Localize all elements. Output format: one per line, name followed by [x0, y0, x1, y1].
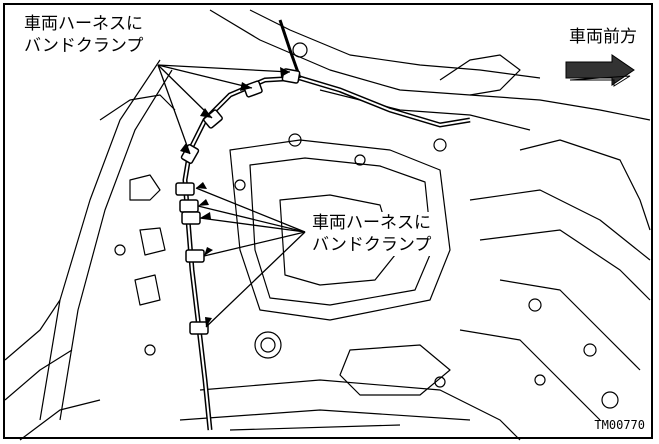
figure-code: TM00770 [594, 418, 645, 432]
band-clamp [181, 211, 201, 225]
callout-upper: 車両ハーネスに バンドクランプ [22, 13, 146, 57]
forward-arrow-icon [565, 54, 635, 87]
leader-arrowheads [180, 67, 290, 327]
callout-lower-line1: 車両ハーネスに [312, 213, 431, 233]
band-clamp [243, 80, 263, 98]
band-clamp [179, 199, 199, 213]
body-structure-lines [4, 9, 651, 441]
callout-upper-line2: バンドクランプ [24, 36, 144, 56]
vehicle-front-label: 車両前方 [569, 27, 637, 47]
band-clamp [185, 249, 205, 263]
band-clamp [189, 321, 209, 335]
leader-lines [157, 64, 306, 328]
callout-lower-line2: バンドクランプ [312, 235, 432, 255]
band-clamp [175, 182, 195, 196]
callout-upper-line1: 車両ハーネスに [24, 14, 143, 34]
callout-lower: 車両ハーネスに バンドクランプ [310, 212, 434, 256]
